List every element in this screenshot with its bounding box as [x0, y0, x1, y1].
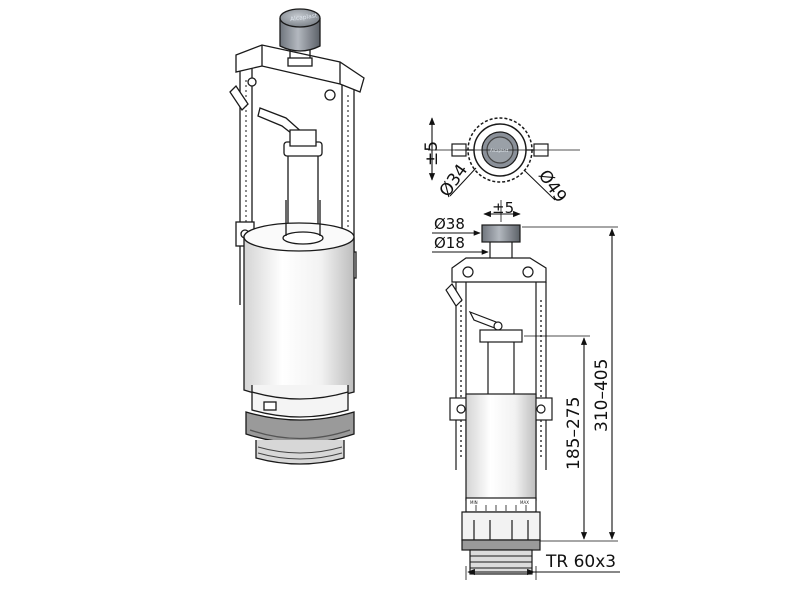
- scale-min-label: MIN: [470, 500, 478, 505]
- thread-base: [255, 440, 345, 465]
- dia-18-label: Ø18: [434, 234, 465, 252]
- thread-label: TR 60x3: [545, 552, 616, 572]
- dia-34-leader: [449, 167, 477, 197]
- button-offset-label: ±5: [492, 199, 514, 217]
- dia-49-leader: [523, 169, 556, 201]
- button-brand-text: Alcaplast: [290, 12, 319, 23]
- top-offset-label: ±5: [422, 141, 442, 166]
- mini-button-brand-text: Alcaplast: [490, 148, 509, 153]
- overflow-cylinder: [243, 228, 355, 401]
- release-lever: [229, 84, 249, 112]
- dia-49-label: Ø49: [534, 166, 570, 206]
- top-plan-view: [451, 117, 580, 183]
- push-button-3d: [279, 8, 321, 67]
- top-bracket: [235, 44, 365, 93]
- isometric-view: [229, 8, 365, 465]
- total-height-label: 310–405: [592, 359, 612, 432]
- dia-38-label: Ø38: [434, 215, 465, 233]
- elevation-body: [465, 393, 537, 501]
- elevation-button: [481, 224, 521, 243]
- base-housing: [251, 385, 349, 418]
- scale-max-label: MAX: [520, 500, 529, 505]
- elevation-bracket: [451, 257, 547, 283]
- overflow-height-label: 185–275: [564, 397, 584, 470]
- side-elevation: [445, 224, 553, 575]
